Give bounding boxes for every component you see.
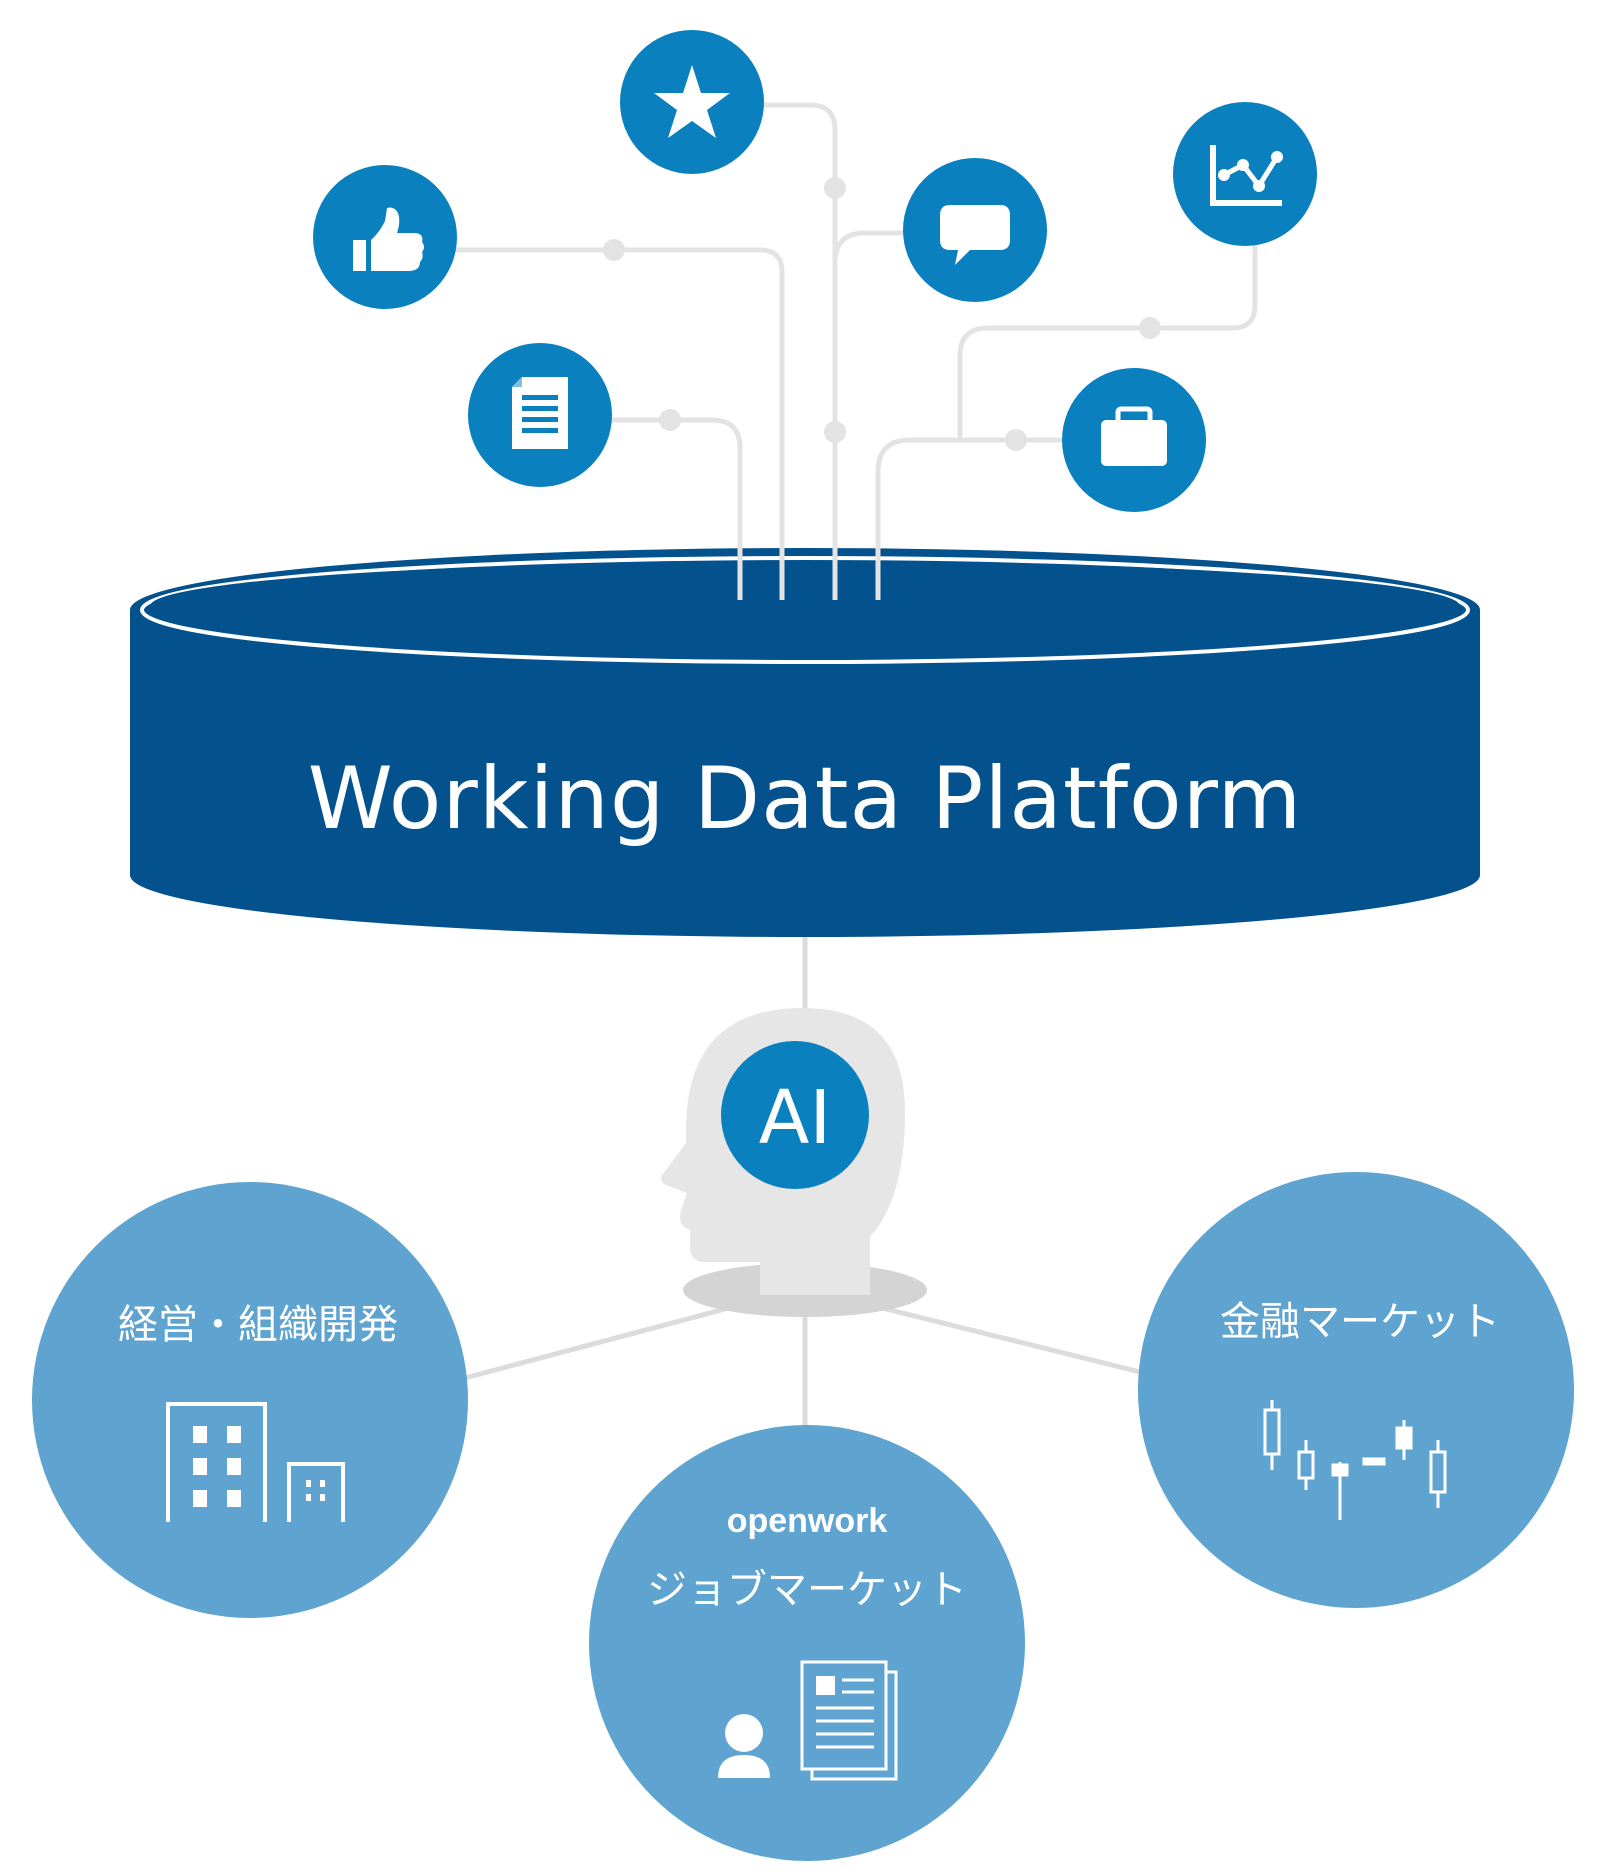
segment-job-market: openwork ジョブマーケット — [589, 1425, 1025, 1861]
ai-label: AI — [759, 1075, 831, 1161]
data-source-document — [468, 343, 612, 487]
platform-title: Working Data Platform — [308, 749, 1302, 849]
document-icon — [512, 377, 568, 449]
management-title: 経営・組織開発 — [118, 1302, 398, 1348]
resume-document-icon — [800, 1660, 898, 1781]
connector-nodes — [603, 177, 1161, 451]
data-source-chat — [903, 158, 1047, 302]
data-source-briefcase — [1062, 368, 1206, 512]
data-platform-cylinder: Working Data Platform — [130, 545, 1480, 937]
thumbs-up-icon — [353, 207, 424, 271]
segment-finance: 金融マーケット — [1138, 1172, 1574, 1608]
chat-bubble-icon — [940, 205, 1010, 265]
ai-head: AI — [661, 1008, 927, 1317]
data-source-line-chart — [1173, 102, 1317, 246]
line-chart-icon — [1210, 145, 1283, 206]
platform-input-pipes — [737, 545, 881, 600]
data-source-thumbs-up — [313, 165, 457, 309]
star-icon — [654, 65, 730, 138]
openwork-logo: openwork — [727, 1502, 888, 1540]
office-buildings-icon — [166, 1402, 345, 1522]
segment-management: 経営・組織開発 — [32, 1182, 468, 1618]
finance-title: 金融マーケット — [1220, 1299, 1500, 1345]
person-icon — [718, 1714, 770, 1778]
candlestick-chart-icon — [1263, 1400, 1447, 1520]
briefcase-icon — [1101, 406, 1167, 466]
job-market-title: ジョブマーケット — [647, 1567, 967, 1613]
data-source-connectors — [452, 102, 1258, 601]
data-source-star — [620, 30, 764, 174]
